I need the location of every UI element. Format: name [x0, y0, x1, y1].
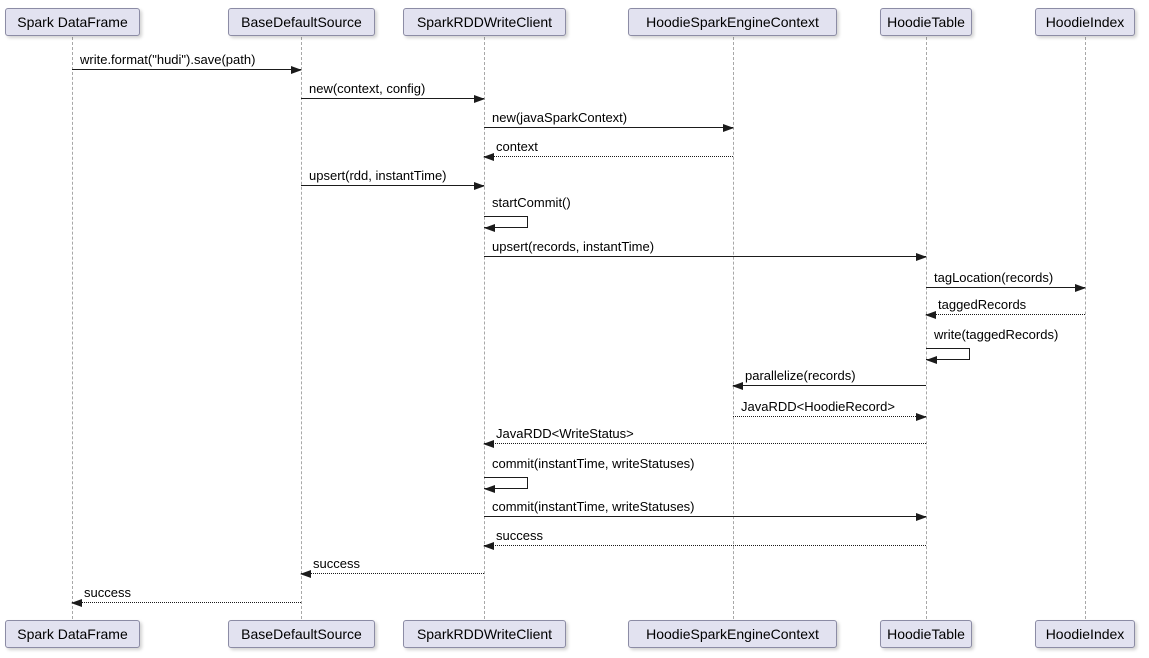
lifeline-basedefaultsource: [301, 37, 302, 619]
message-self-startcommit: startCommit(): [484, 196, 764, 232]
message-parallelize: parallelize(records): [732, 368, 926, 390]
message-label: context: [496, 139, 538, 154]
message-return-javardd-writestatus: JavaRDD<WriteStatus>: [483, 426, 926, 448]
participant-top-spark-dataframe: Spark DataFrame: [5, 8, 140, 36]
message-label: tagLocation(records): [934, 270, 1054, 285]
message-line: [72, 602, 301, 603]
message-write-format-save: write.format("hudi").save(path): [72, 52, 302, 74]
message-label: commit(instantTime, writeStatuses): [492, 499, 695, 514]
message-label: upsert(records, instantTime): [492, 239, 655, 254]
participant-top-hoodiesparkenginecontext: HoodieSparkEngineContext: [628, 8, 837, 36]
self-message-loop: [926, 348, 970, 360]
message-return-success-table: success: [483, 528, 926, 550]
message-label: startCommit(): [492, 195, 571, 210]
self-message-loop: [484, 477, 528, 489]
arrowhead-right: [916, 413, 927, 421]
participant-bottom-hoodietable: HoodieTable: [880, 620, 972, 648]
message-return-javardd-hoodierecord: JavaRDD<HoodieRecord>: [733, 399, 927, 421]
participant-bottom-hoodieindex: HoodieIndex: [1035, 620, 1135, 648]
message-line: [926, 287, 1085, 288]
message-label: write.format("hudi").save(path): [80, 52, 256, 67]
participant-bottom-spark-dataframe: Spark DataFrame: [5, 620, 140, 648]
participant-bottom-hoodiesparkenginecontext: HoodieSparkEngineContext: [628, 620, 837, 648]
message-taglocation: tagLocation(records): [926, 270, 1086, 292]
message-line: [301, 185, 484, 186]
arrowhead-left: [926, 356, 937, 364]
message-label: JavaRDD<WriteStatus>: [496, 426, 634, 441]
arrowhead-right: [474, 182, 485, 190]
message-upsert-records: upsert(records, instantTime): [484, 239, 927, 261]
arrowhead-left: [300, 570, 311, 578]
arrowhead-left: [484, 485, 495, 493]
message-return-context: context: [483, 139, 733, 161]
message-label: commit(instantTime, writeStatuses): [492, 456, 695, 471]
lifeline-hoodieindex: [1085, 37, 1086, 619]
arrowhead-right: [474, 95, 485, 103]
arrowhead-right: [916, 253, 927, 261]
lifeline-hoodietable: [926, 37, 927, 619]
message-line: [301, 98, 484, 99]
arrowhead-left: [483, 440, 494, 448]
participant-top-basedefaultsource: BaseDefaultSource: [228, 8, 375, 36]
message-upsert-rdd: upsert(rdd, instantTime): [301, 168, 485, 190]
participant-bottom-sparkrddwriteclient: SparkRDDWriteClient: [403, 620, 566, 648]
participant-top-sparkrddwriteclient: SparkRDDWriteClient: [403, 8, 566, 36]
arrowhead-left: [483, 542, 494, 550]
message-return-success-client: success: [300, 556, 484, 578]
message-line: [301, 573, 484, 574]
message-label: write(taggedRecords): [934, 327, 1059, 342]
message-label: success: [313, 556, 360, 571]
message-line: [484, 545, 926, 546]
message-line: [484, 127, 733, 128]
message-label: success: [84, 585, 131, 600]
message-return-success-dataframe: success: [71, 585, 301, 607]
message-line: [484, 443, 926, 444]
message-label: parallelize(records): [745, 368, 856, 383]
arrowhead-left: [484, 224, 495, 232]
arrowhead-right: [916, 513, 927, 521]
message-new-writeclient: new(context, config): [301, 81, 485, 103]
participant-top-hoodietable: HoodieTable: [880, 8, 972, 36]
arrowhead-right: [723, 124, 734, 132]
message-self-commit: commit(instantTime, writeStatuses): [484, 457, 764, 493]
message-line: [926, 314, 1085, 315]
message-line: [484, 516, 926, 517]
participant-top-hoodieindex: HoodieIndex: [1035, 8, 1135, 36]
arrowhead-right: [1075, 284, 1086, 292]
message-self-write: write(taggedRecords): [926, 328, 1149, 364]
lifeline-spark-dataframe: [72, 37, 73, 619]
message-label: JavaRDD<HoodieRecord>: [741, 399, 895, 414]
message-return-taggedrecords: taggedRecords: [925, 297, 1085, 319]
message-label: new(context, config): [309, 81, 426, 96]
message-label: new(javaSparkContext): [492, 110, 628, 125]
message-label: upsert(rdd, instantTime): [309, 168, 447, 183]
message-line: [733, 385, 926, 386]
message-label: taggedRecords: [938, 297, 1027, 312]
arrowhead-left: [925, 311, 936, 319]
self-message-loop: [484, 216, 528, 228]
lifeline-hoodiesparkenginecontext: [733, 37, 734, 619]
message-new-enginecontext: new(javaSparkContext): [484, 110, 734, 132]
lifeline-sparkrddwriteclient: [484, 37, 485, 619]
message-line: [484, 256, 926, 257]
arrowhead-left: [732, 382, 743, 390]
message-line: [484, 156, 733, 157]
message-commit-table: commit(instantTime, writeStatuses): [484, 499, 927, 521]
arrowhead-left: [71, 599, 82, 607]
arrowhead-right: [291, 66, 302, 74]
message-label: success: [496, 528, 543, 543]
message-line: [733, 416, 926, 417]
arrowhead-left: [483, 153, 494, 161]
message-line: [72, 69, 301, 70]
participant-bottom-basedefaultsource: BaseDefaultSource: [228, 620, 375, 648]
